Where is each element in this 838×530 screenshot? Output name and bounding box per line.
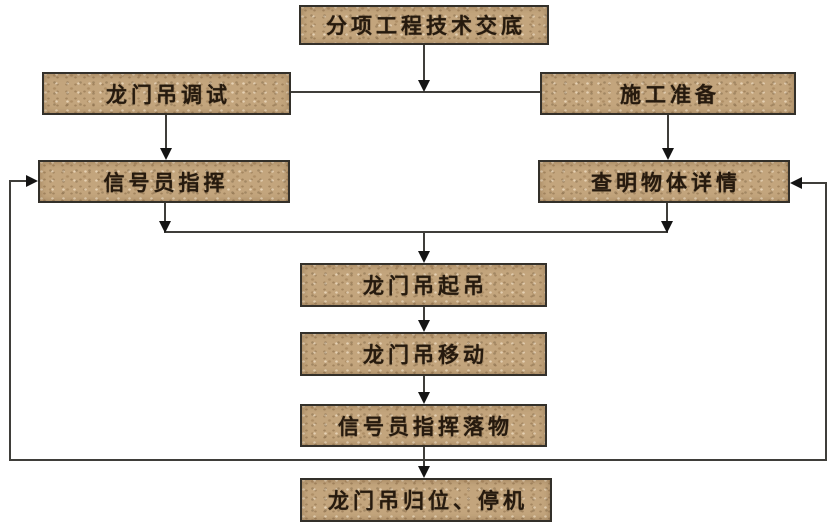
connector-feedback-left-vertical xyxy=(9,180,11,461)
connector-move-to-lowering xyxy=(423,376,425,394)
connector-split-horizontal xyxy=(291,91,540,93)
arrow-down-icon xyxy=(661,221,673,233)
arrow-down-icon xyxy=(418,392,430,404)
arrow-down-icon xyxy=(418,466,430,478)
connector-feedback-right-stub xyxy=(801,182,827,184)
arrow-down-icon xyxy=(159,221,171,233)
node-label: 分项工程技术交底 xyxy=(326,14,526,38)
flow-node-construction-prep: 施工准备 xyxy=(540,72,796,115)
node-label: 查明物体详情 xyxy=(591,170,741,195)
arrow-left-icon xyxy=(790,177,802,189)
node-label: 龙门吊移动 xyxy=(363,343,488,367)
flow-node-technical-disclosure: 分项工程技术交底 xyxy=(299,5,549,45)
flow-node-signalman-command-lowering: 信号员指挥落物 xyxy=(300,404,547,447)
arrow-right-icon xyxy=(26,175,38,187)
node-label: 信号员指挥落物 xyxy=(338,414,513,439)
connector-feedback-right-vertical xyxy=(825,182,827,461)
node-label: 龙门吊起吊 xyxy=(363,274,488,298)
arrow-down-icon xyxy=(160,148,172,160)
connector-merge-to-lift xyxy=(423,233,425,253)
connector-debug-to-signalman xyxy=(165,115,167,150)
flow-node-gantry-crane-debug: 龙门吊调试 xyxy=(42,72,291,115)
flow-node-gantry-crane-lift: 龙门吊起吊 xyxy=(300,263,547,307)
arrow-down-icon xyxy=(662,148,674,160)
connector-disclosure-to-split xyxy=(423,45,425,87)
connector-feedback-bottom xyxy=(9,459,827,461)
connector-merge-horizontal xyxy=(164,231,668,233)
node-label: 龙门吊归位、停机 xyxy=(328,489,528,513)
flow-node-signalman-command: 信号员指挥 xyxy=(38,160,290,203)
flow-node-gantry-crane-move: 龙门吊移动 xyxy=(300,332,547,376)
connector-signalman-to-merge xyxy=(164,203,166,223)
flow-node-gantry-crane-return-shutdown: 龙门吊归位、停机 xyxy=(300,478,552,522)
flow-node-identify-object-details: 查明物体详情 xyxy=(538,160,790,203)
connector-lowering-to-return xyxy=(423,447,425,468)
connector-feedback-left-stub xyxy=(9,180,29,182)
connector-prep-to-identify xyxy=(667,115,669,150)
node-label: 施工准备 xyxy=(620,82,720,107)
connector-identify-to-merge xyxy=(666,203,668,223)
arrow-down-icon xyxy=(418,251,430,263)
node-label: 龙门吊调试 xyxy=(106,82,231,107)
arrow-down-icon xyxy=(418,320,430,332)
arrow-down-icon xyxy=(418,80,430,92)
connector-lift-to-move xyxy=(423,307,425,322)
node-label: 信号员指挥 xyxy=(103,170,229,195)
